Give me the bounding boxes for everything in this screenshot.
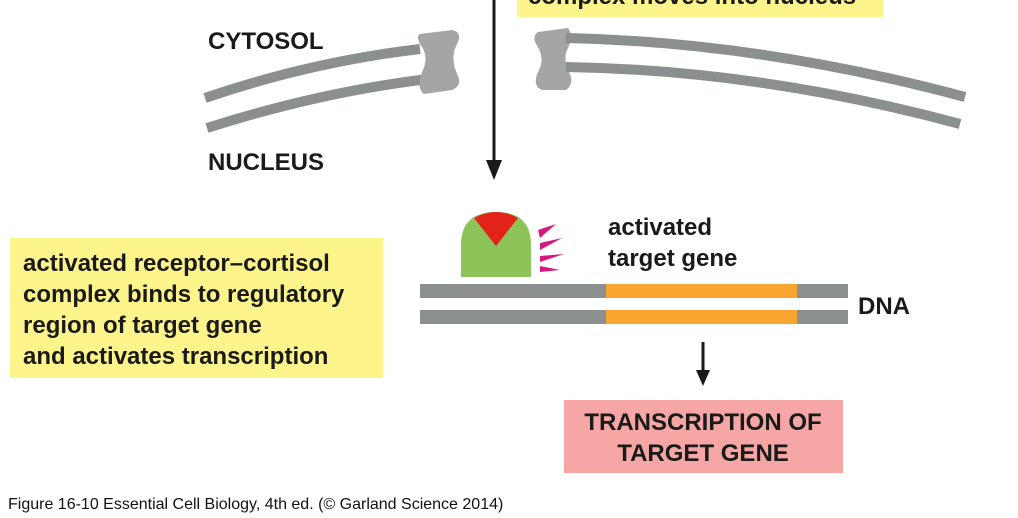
signal-ray xyxy=(540,266,560,272)
cytosol-label: CYTOSOL xyxy=(208,28,324,55)
cortisol-molecule xyxy=(474,212,518,246)
nuclear-envelope-right xyxy=(565,33,967,129)
binding-explanation-line3: region of target gene xyxy=(23,312,262,339)
activated-gene-label-line1: activated xyxy=(608,214,712,241)
inner-membrane-right xyxy=(565,62,962,129)
transcription-box: TRANSCRIPTION OF TARGET GENE xyxy=(564,400,843,473)
outer-membrane-right xyxy=(565,33,967,102)
signal-ray xyxy=(540,238,562,250)
nuclear-import-arrow xyxy=(486,0,502,180)
binding-explanation-box: activated receptor–cortisol complex bind… xyxy=(10,238,383,378)
binding-explanation-box-bg xyxy=(10,238,383,378)
nuclear-envelope-left xyxy=(203,44,429,133)
transcription-box-line2: TARGET GENE xyxy=(617,440,789,467)
transcription-box-line1: TRANSCRIPTION OF xyxy=(584,409,821,436)
nuclear-entry-box-text: complex moves into nucleus xyxy=(528,0,856,10)
transcription-box-bg xyxy=(564,400,843,473)
binding-explanation-line2: complex binds to regulatory xyxy=(23,281,345,308)
receptor-cortisol-complex xyxy=(461,212,564,277)
target-gene-region-top xyxy=(606,284,797,298)
inner-membrane-left xyxy=(205,74,429,133)
binding-explanation-line4: and activates transcription xyxy=(23,343,328,370)
outer-membrane-left xyxy=(203,44,421,103)
nucleus-label: NUCLEUS xyxy=(208,149,324,176)
nuclear-import-arrowhead xyxy=(486,160,502,180)
activated-gene-label-line2: target gene xyxy=(608,245,737,272)
nuclear-pore-right xyxy=(534,28,572,90)
transcription-arrow xyxy=(696,342,710,386)
nuclear-entry-box: complex moves into nucleus xyxy=(517,0,883,17)
dna-double-strand xyxy=(420,284,848,324)
signal-ray xyxy=(540,254,564,262)
nuclear-entry-box-bg xyxy=(517,0,883,17)
transcription-arrowhead xyxy=(696,370,710,386)
figure-caption: Figure 16-10 Essential Cell Biology, 4th… xyxy=(8,496,503,513)
signal-ray xyxy=(538,224,556,238)
activation-signal-rays xyxy=(538,224,564,272)
binding-explanation-line1: activated receptor–cortisol xyxy=(23,250,330,277)
target-gene-region-bottom xyxy=(606,310,797,324)
dna-label: DNA xyxy=(858,293,910,320)
nuclear-pore-left xyxy=(418,30,460,94)
